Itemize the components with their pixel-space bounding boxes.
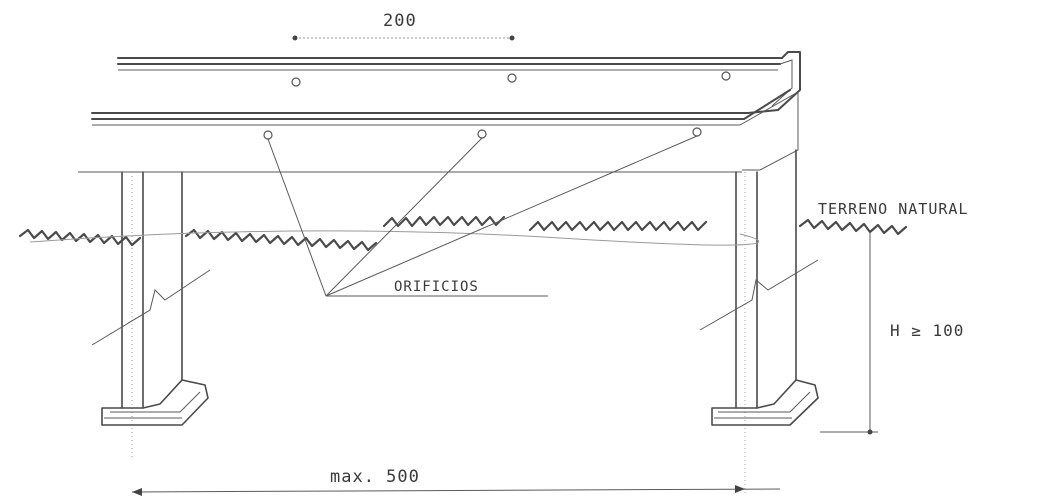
depth-label: H ≥ 100 [890,321,964,340]
lower-rail-holes [263,127,702,140]
hole-marker [477,129,487,139]
holes-label: ORIFICIOS [394,279,479,295]
hole-marker [263,130,273,140]
hole-marker [507,73,517,83]
break-lines [91,259,819,346]
upper-rail [117,51,801,111]
spacing-dimension: 200 [292,11,515,41]
hole-marker [721,71,731,81]
hole-marker [291,77,301,87]
natural-ground [18,215,908,252]
ground-label: TERRENO NATURAL [818,200,968,218]
lower-rail [91,89,799,171]
span-dimension: max. 500 [131,467,781,496]
upper-rail-holes [291,71,731,87]
span-label: max. 500 [330,467,420,487]
left-post [101,171,209,460]
holes-leader: ORIFICIOS [267,135,698,297]
hole-marker [692,127,702,137]
spacing-label: 200 [383,11,417,31]
depth-dimension: H ≥ 100 [820,232,964,435]
right-post [711,149,819,495]
